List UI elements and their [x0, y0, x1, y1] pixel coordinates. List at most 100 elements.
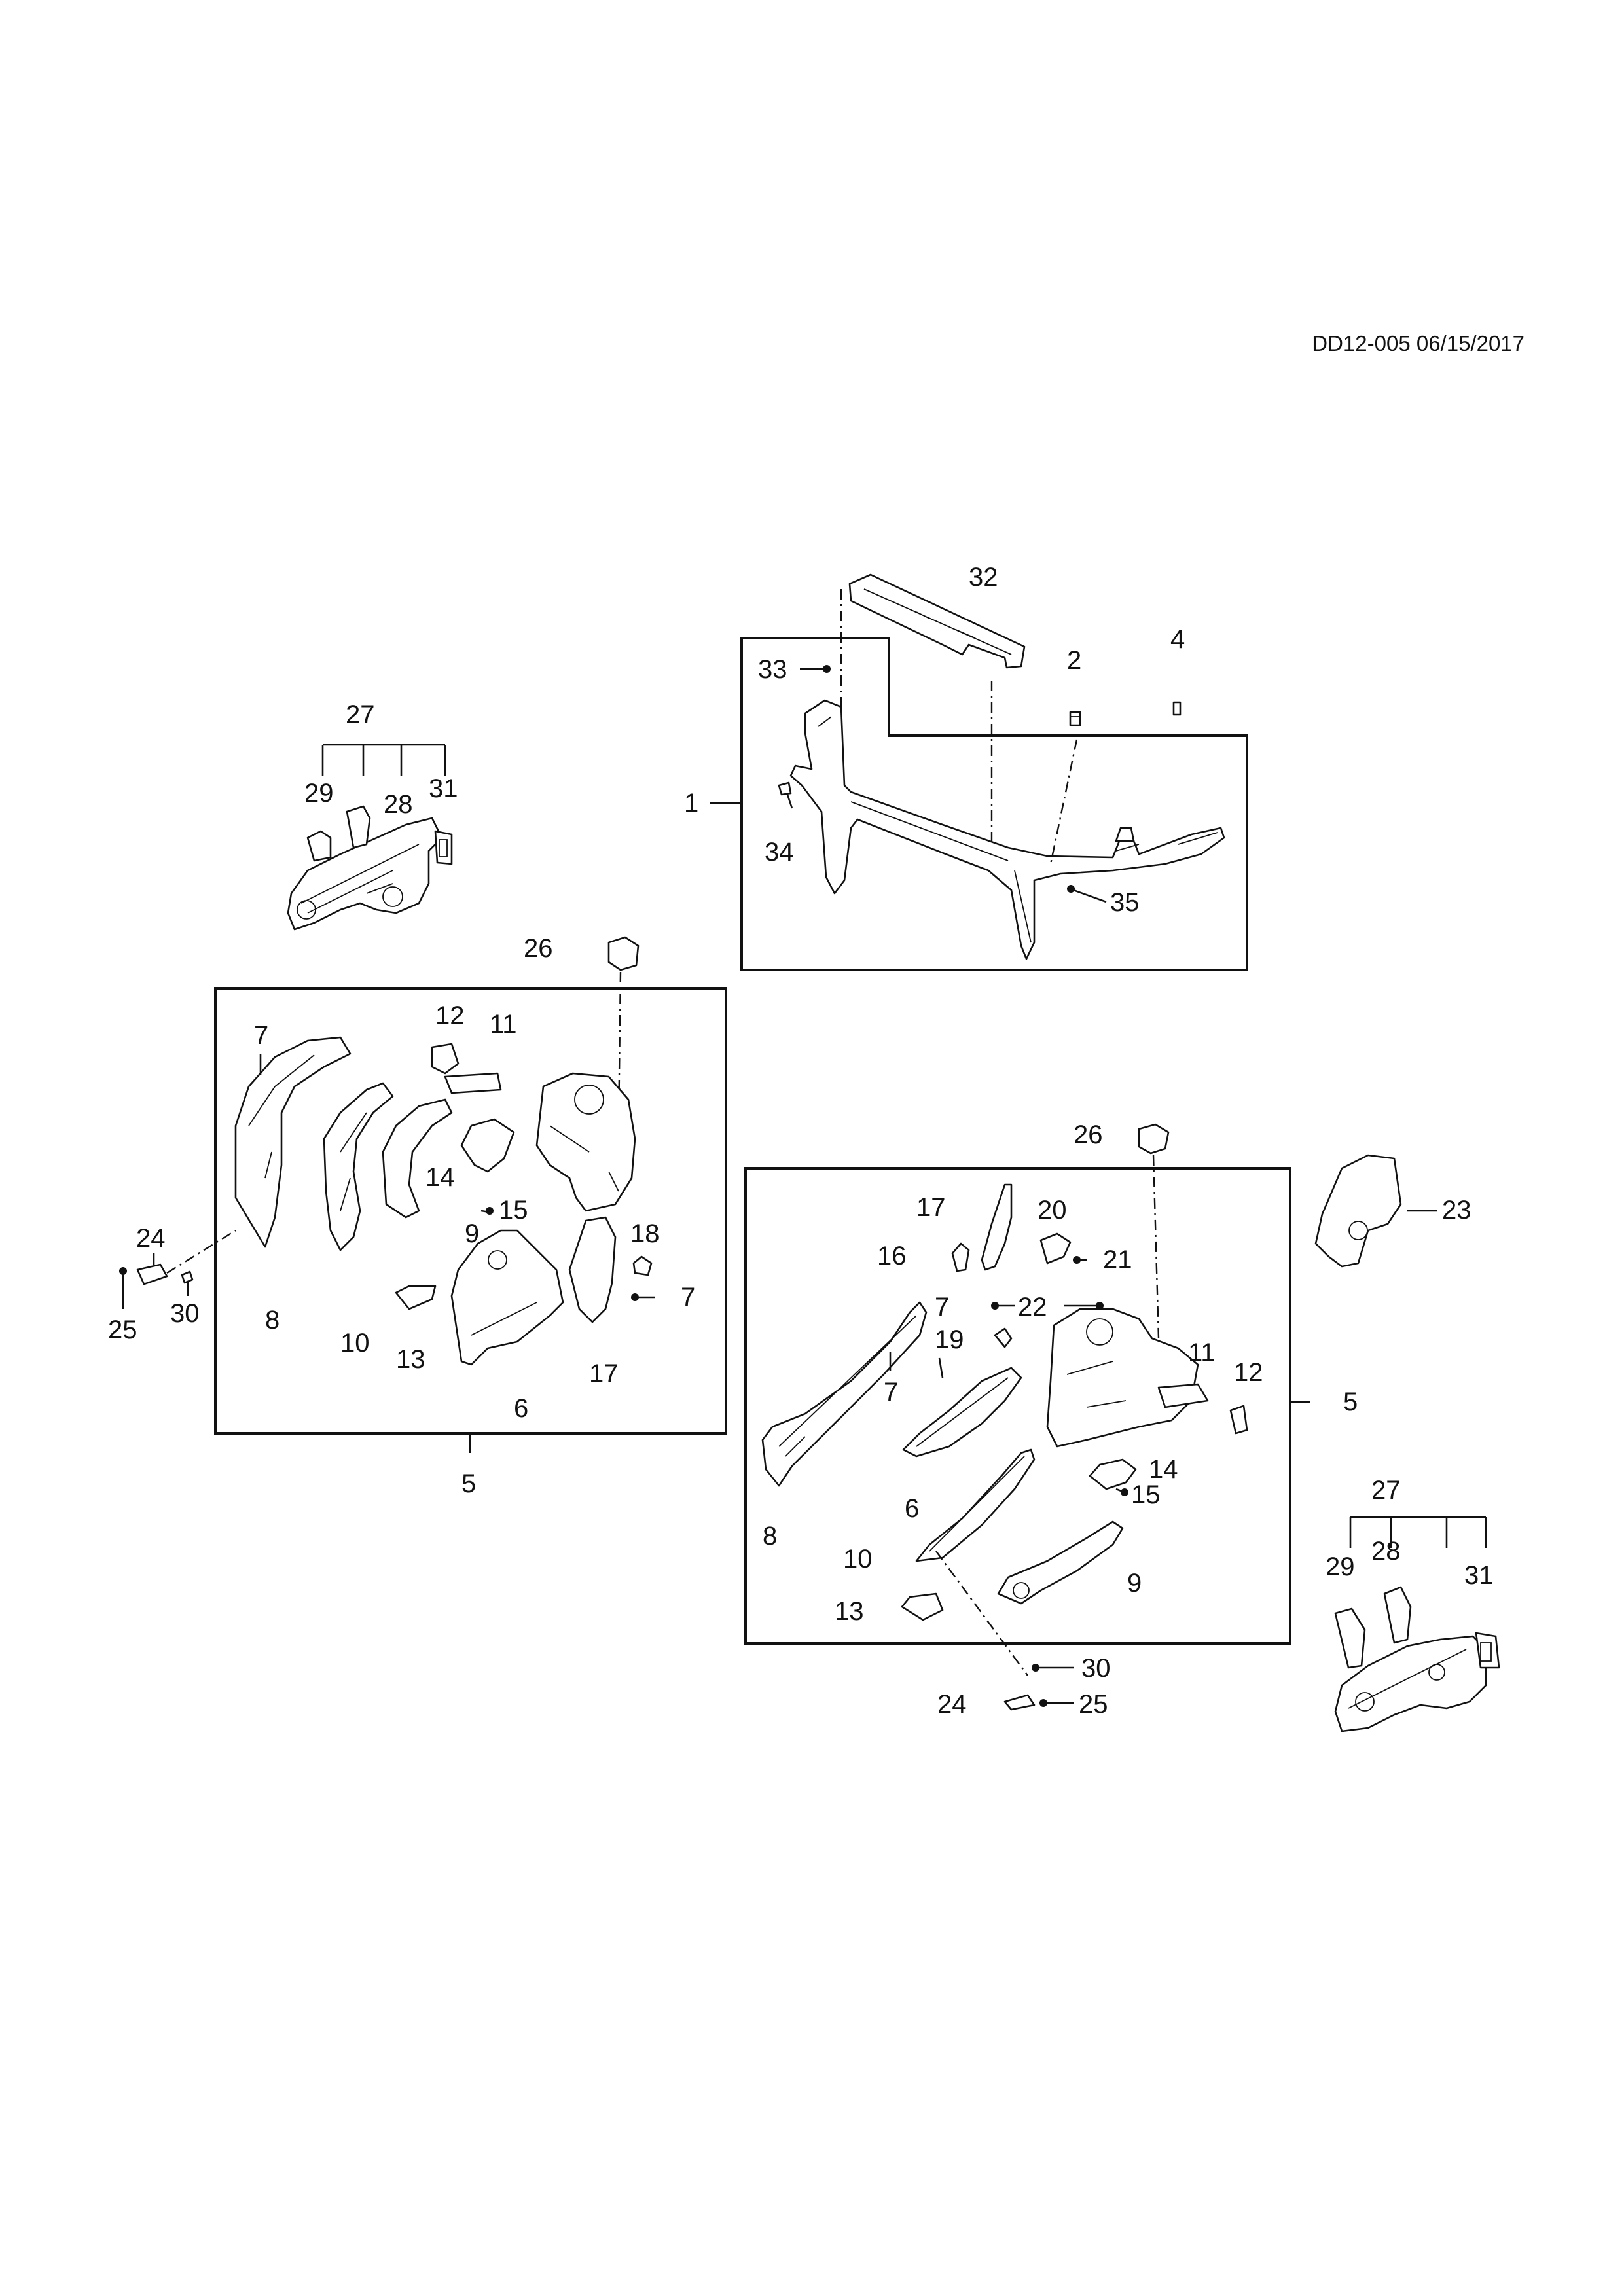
document-reference: DD12-005 06/15/2017 [1312, 331, 1525, 355]
label-4: 4 [1170, 625, 1185, 654]
label-7b: 7 [681, 1283, 695, 1312]
label-24: 24 [937, 1690, 967, 1719]
part-1-tie-bar-assembly[interactable] [789, 699, 1225, 960]
label-35: 35 [1110, 888, 1140, 917]
label-15: 15 [499, 1196, 528, 1225]
part-2-clip[interactable] [1069, 711, 1081, 726]
label-14: 14 [425, 1163, 455, 1192]
label-25: 25 [108, 1316, 137, 1344]
label-6: 6 [514, 1394, 528, 1423]
part-20-bracket[interactable] [1039, 1232, 1072, 1265]
label-31: 31 [1464, 1561, 1494, 1590]
part-26-cap[interactable] [607, 936, 640, 971]
label-27: 27 [1371, 1476, 1401, 1505]
part-19-clip[interactable] [994, 1327, 1013, 1348]
label-17: 17 [916, 1193, 946, 1222]
part-18-clip[interactable] [632, 1255, 653, 1276]
group-27-lower-right: 27 29 28 31 [1326, 1476, 1500, 1732]
part-29-bracket[interactable] [1334, 1607, 1366, 1669]
label-12: 12 [435, 1001, 465, 1030]
label-28: 28 [1371, 1537, 1401, 1566]
part-31-patch[interactable] [434, 830, 453, 865]
part-23-bracket[interactable] [1314, 1154, 1402, 1268]
label-26: 26 [1074, 1121, 1103, 1149]
part-12-clip[interactable] [1229, 1405, 1248, 1435]
part-26-cap[interactable] [1138, 1123, 1170, 1155]
part-28-bracket[interactable] [1383, 1586, 1412, 1644]
part-shock-tower-right[interactable] [1046, 1308, 1199, 1448]
label-16: 16 [877, 1242, 907, 1270]
label-18: 18 [630, 1219, 660, 1248]
part-11-plate[interactable] [444, 1072, 502, 1094]
part-14-bracket[interactable] [1089, 1458, 1137, 1490]
part-10-rail[interactable] [323, 1082, 394, 1251]
group-23: 23 [1314, 1154, 1471, 1268]
label-29: 29 [304, 779, 334, 808]
label-32: 32 [969, 563, 998, 592]
label-7b: 7 [884, 1378, 898, 1407]
group-5-left-wheelhouse: 26 12 11 7 14 15 9 18 7 24 30 25 8 10 13… [108, 934, 727, 1498]
label-5: 5 [1343, 1388, 1358, 1416]
part-9-panel[interactable] [382, 1098, 453, 1219]
label-20: 20 [1038, 1196, 1067, 1225]
part-30-nut[interactable] [181, 1270, 194, 1284]
label-17: 17 [589, 1359, 619, 1388]
label-13: 13 [835, 1597, 864, 1626]
label-30: 30 [170, 1299, 200, 1328]
part-34-fastener[interactable] [778, 781, 792, 796]
part-24-bracket[interactable] [1003, 1694, 1036, 1711]
label-29: 29 [1326, 1552, 1355, 1581]
label-15: 15 [1131, 1480, 1161, 1509]
part-6-lower-panel[interactable] [450, 1229, 564, 1366]
part-14-bracket[interactable] [460, 1118, 515, 1173]
label-23: 23 [1442, 1196, 1471, 1225]
label-11: 11 [1188, 1338, 1216, 1367]
part-28-bracket[interactable] [346, 805, 371, 849]
label-28: 28 [384, 790, 413, 819]
part-11-plate[interactable] [1157, 1383, 1209, 1408]
label-7: 7 [254, 1021, 268, 1050]
part-8-rail[interactable] [761, 1301, 928, 1487]
label-9: 9 [465, 1219, 479, 1248]
part-29-bracket[interactable] [306, 830, 332, 862]
label-22: 22 [1018, 1293, 1047, 1321]
part-8-rail[interactable] [234, 1036, 352, 1248]
label-24: 24 [136, 1224, 166, 1253]
part-4-bolt[interactable] [1172, 701, 1182, 716]
part-24-bracket[interactable] [136, 1263, 168, 1285]
label-26: 26 [524, 934, 553, 963]
label-12: 12 [1234, 1358, 1263, 1387]
label-21: 21 [1103, 1246, 1132, 1274]
group-1-tie-bar: 32 33 2 4 1 34 35 [684, 563, 1248, 971]
group-1-frame [740, 637, 1248, 971]
group-27-upper-left: 27 29 28 31 [287, 700, 458, 931]
label-19: 19 [935, 1325, 964, 1354]
part-28-rail[interactable] [1334, 1635, 1487, 1732]
part-16-bracket[interactable] [951, 1242, 970, 1272]
part-9-rail[interactable] [997, 1520, 1124, 1605]
label-25: 25 [1079, 1690, 1108, 1719]
part-28-rail[interactable] [287, 817, 443, 931]
label-1: 1 [684, 789, 698, 817]
label-10: 10 [843, 1545, 873, 1573]
part-12-clip[interactable] [431, 1043, 460, 1075]
label-27: 27 [346, 700, 375, 729]
label-31: 31 [429, 774, 458, 803]
part-13-block[interactable] [395, 1285, 437, 1310]
label-9: 9 [1127, 1569, 1142, 1598]
group-5-right-wheelhouse: 26 17 20 16 21 7 22 19 11 12 7 5 14 6 15… [744, 1121, 1358, 1719]
label-8: 8 [763, 1522, 777, 1551]
label-6: 6 [905, 1494, 919, 1523]
label-2: 2 [1067, 646, 1081, 675]
label-13: 13 [396, 1345, 425, 1374]
part-17-brace[interactable] [981, 1183, 1013, 1271]
part-6-shock-tower[interactable] [535, 1072, 636, 1212]
label-34: 34 [765, 838, 794, 867]
label-11: 11 [490, 1010, 517, 1039]
part-17-brace[interactable] [568, 1216, 617, 1323]
part-13-block[interactable] [901, 1592, 944, 1621]
label-33: 33 [758, 655, 787, 684]
label-10: 10 [340, 1329, 370, 1357]
part-31-patch[interactable] [1475, 1632, 1500, 1669]
